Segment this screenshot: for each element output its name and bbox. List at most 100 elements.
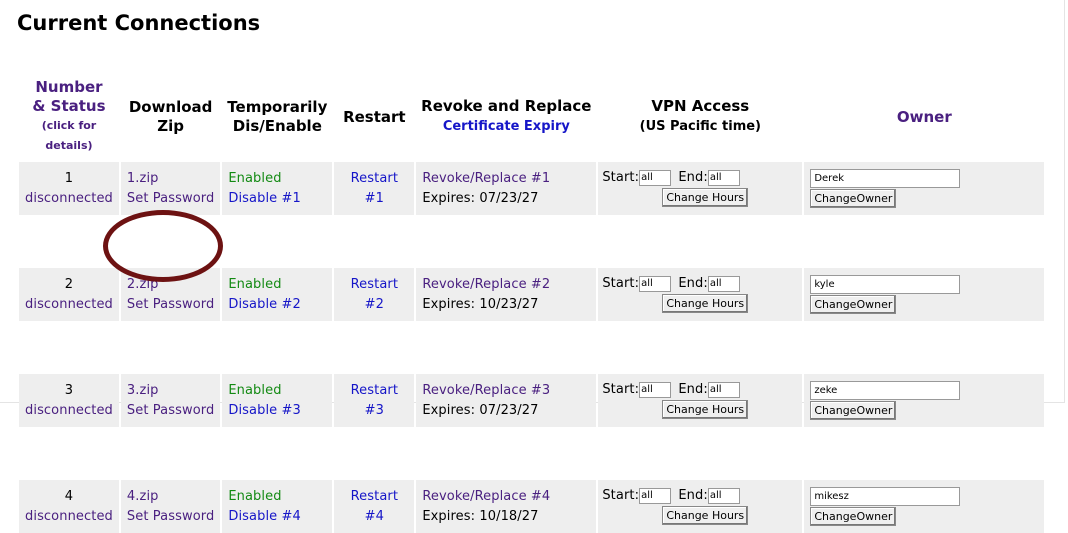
row-gap [19,215,1044,268]
start-label: Start: [602,488,640,503]
end-label: End: [678,382,708,397]
number-status-cell: 2 disconnected [19,268,119,321]
header-revoke: Revoke and Replace Certificate Expiry [416,72,596,162]
disable-cell: Enabled Disable #1 [222,162,333,215]
change-owner-button[interactable]: ChangeOwner [810,188,897,208]
vpn-cell: Start: End: Change Hours [598,480,803,533]
download-cell: 1.zip Set Password [120,162,221,215]
header-temp-1: Temporarily [227,98,328,116]
header-download: Download [128,98,213,116]
header-cert-expiry-link[interactable]: Certificate Expiry [442,118,570,134]
zip-link[interactable]: 4.zip [126,488,159,504]
header-vpn-label: VPN Access [651,96,750,115]
status-link[interactable]: disconnected [25,296,113,312]
revoke-link[interactable]: Revoke/Replace #3 [422,382,551,398]
vpn-hours-row: Start: End: [602,381,798,399]
page-title: Current Connections [17,11,261,35]
start-input[interactable] [639,275,672,292]
vpn-hours-row: Start: End: [602,487,798,505]
header-click-note-1: (click for [41,119,97,132]
row-number: 4 [64,488,74,504]
header-number[interactable]: Number [35,78,103,96]
restart-link[interactable]: Restart #1 [350,170,399,206]
start-label: Start: [602,170,640,185]
enabled-status: Enabled [228,170,282,186]
header-owner[interactable]: Owner [896,107,952,126]
expires-text: Expires: 10/23/27 [422,296,539,312]
restart-cell: Restart #2 [334,268,415,321]
change-hours-button[interactable]: Change Hours [662,294,749,313]
revoke-link[interactable]: Revoke/Replace #1 [422,170,551,186]
set-password-link[interactable]: Set Password [126,508,215,524]
start-input[interactable] [639,169,672,186]
revoke-link[interactable]: Revoke/Replace #4 [422,488,551,504]
disable-link[interactable]: Disable #2 [228,296,301,312]
owner-input[interactable] [810,380,961,400]
revoke-cell: Revoke/Replace #1 Expires: 07/23/27 [416,162,597,215]
disable-link[interactable]: Disable #4 [228,508,301,524]
change-hours-button[interactable]: Change Hours [662,400,749,419]
table-row: 3 disconnected 3.zip Set Password Enable… [19,374,1045,427]
owner-input[interactable] [810,274,961,294]
restart-link[interactable]: Restart #2 [350,276,399,312]
start-input[interactable] [639,487,672,504]
end-input[interactable] [707,275,740,292]
status-link[interactable]: disconnected [25,508,113,524]
status-link[interactable]: disconnected [25,190,113,206]
row-gap [19,427,1044,480]
owner-input[interactable] [810,168,961,188]
start-input[interactable] [639,381,672,398]
start-label: Start: [602,382,640,397]
end-input[interactable] [707,381,740,398]
header-zip: Zip [157,117,184,135]
enabled-status: Enabled [228,382,282,398]
zip-link[interactable]: 1.zip [126,170,159,186]
set-password-link[interactable]: Set Password [126,402,215,418]
table-row: 1 disconnected 1.zip Set Password Enable… [19,162,1045,215]
header-revoke-label: Revoke and Replace [421,96,592,115]
zip-link[interactable]: 2.zip [126,276,159,292]
revoke-link[interactable]: Revoke/Replace #2 [422,276,551,292]
restart-cell: Restart #1 [334,162,415,215]
revoke-cell: Revoke/Replace #4 Expires: 10/18/27 [416,480,597,533]
end-input[interactable] [707,169,740,186]
change-owner-button[interactable]: ChangeOwner [810,400,897,420]
enabled-status: Enabled [228,488,282,504]
status-link[interactable]: disconnected [25,402,113,418]
header-restart: Restart [343,107,406,126]
restart-link[interactable]: Restart #3 [350,382,399,418]
download-cell: 3.zip Set Password [120,374,221,427]
restart-cell: Restart #3 [334,374,415,427]
header-status[interactable]: & Status [32,97,106,115]
expires-text: Expires: 07/23/27 [422,190,539,206]
zip-link[interactable]: 3.zip [126,382,159,398]
header-download-zip: Download Zip [121,72,220,162]
revoke-cell: Revoke/Replace #3 Expires: 07/23/27 [416,374,597,427]
vpn-cell: Start: End: Change Hours [598,162,803,215]
disable-link[interactable]: Disable #3 [228,402,301,418]
owner-cell: ChangeOwner [804,480,1045,533]
change-owner-button[interactable]: ChangeOwner [810,506,897,526]
vpn-cell: Start: End: Change Hours [598,268,803,321]
change-owner-button[interactable]: ChangeOwner [810,294,897,314]
disable-cell: Enabled Disable #3 [222,374,333,427]
owner-input[interactable] [810,486,961,506]
set-password-link[interactable]: Set Password [126,296,215,312]
change-hours-button[interactable]: Change Hours [662,506,749,525]
row-gap-cell [19,215,1044,268]
row-gap-cell [19,427,1044,480]
vpn-hours-row: Start: End: [602,275,798,293]
end-input[interactable] [707,487,740,504]
end-label: End: [678,488,708,503]
table-row: 2 disconnected 2.zip Set Password Enable… [19,268,1045,321]
set-password-link[interactable]: Set Password [126,190,215,206]
change-hours-button[interactable]: Change Hours [662,188,749,207]
enabled-status: Enabled [228,276,282,292]
vpn-hours-row: Start: End: [602,169,798,187]
row-number: 3 [64,382,74,398]
disable-link[interactable]: Disable #1 [228,190,301,206]
restart-link[interactable]: Restart #4 [350,488,399,524]
header-temporarily: Temporarily Dis/Enable [222,72,332,162]
